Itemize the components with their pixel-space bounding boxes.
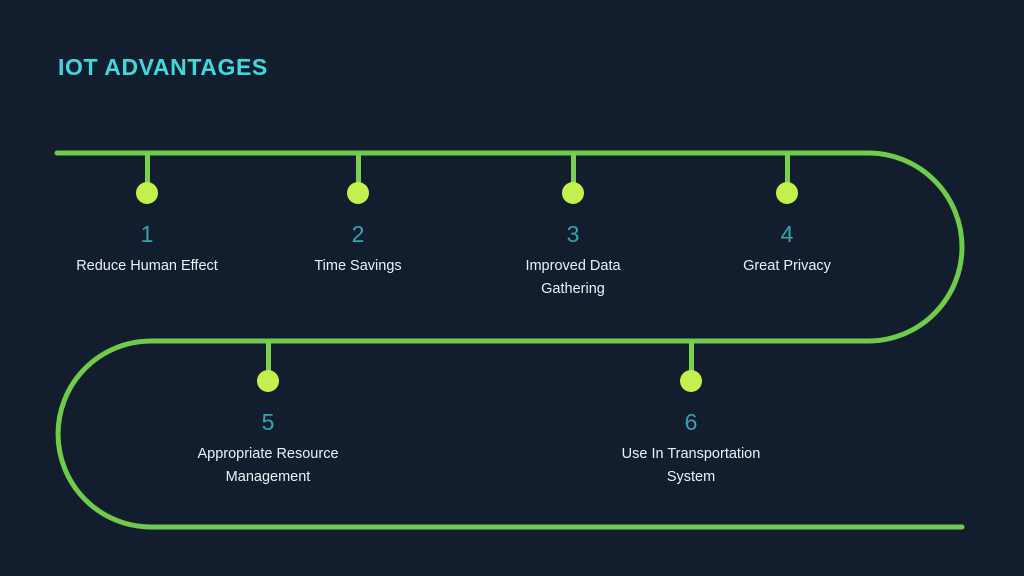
page-title: IOT ADVANTAGES — [58, 54, 268, 80]
milestone-3-number: 3 — [566, 221, 580, 247]
milestone-6-stem — [688, 341, 694, 383]
milestone-1-stem — [144, 153, 150, 195]
milestone-3-label: Improved Data Gathering — [525, 258, 621, 297]
milestone-5-stem — [265, 341, 271, 383]
milestone-4-number: 4 — [780, 221, 794, 247]
milestone-4-dot — [776, 182, 798, 204]
milestone-6-number: 6 — [684, 409, 698, 435]
milestone-5-dot — [257, 370, 279, 392]
milestone-1-dot — [136, 182, 158, 204]
milestone-6-label: Use In Transportation System — [621, 446, 761, 485]
milestone-4-label: Great Privacy — [743, 258, 831, 274]
milestone-3-stem — [570, 153, 576, 195]
milestone-6-dot — [680, 370, 702, 392]
milestone-2-number: 2 — [351, 221, 365, 247]
milestone-5-number: 5 — [261, 409, 275, 435]
milestone-3-dot — [562, 182, 584, 204]
milestone-2-label: Time Savings — [314, 258, 402, 274]
milestone-1-label: Reduce Human Effect — [76, 258, 218, 274]
milestone-4-stem — [784, 153, 790, 195]
milestone-5-label: Appropriate Resource Management — [197, 446, 339, 485]
milestone-2-stem — [355, 153, 361, 195]
milestone-2-dot — [347, 182, 369, 204]
timeline-serpentine-line — [54, 150, 965, 530]
milestone-1-number: 1 — [140, 221, 154, 247]
